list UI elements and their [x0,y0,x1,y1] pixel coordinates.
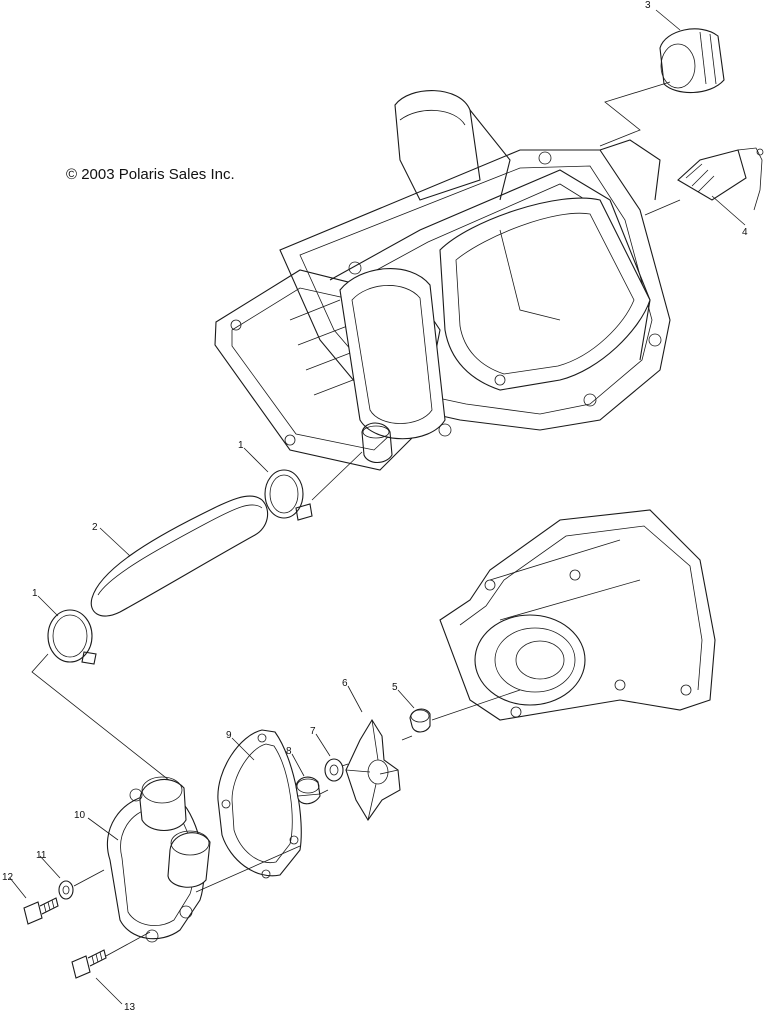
callout-12: 12 [2,872,14,883]
callout-labels: 3 4 1 2 1 6 5 9 8 7 10 11 12 13 [2,0,748,1012]
callout-9: 9 [226,730,232,741]
impeller-part [345,685,401,822]
callout-3: 3 [645,0,651,11]
callout-10: 10 [74,810,86,821]
callout-2: 2 [92,522,98,533]
callout-8: 8 [286,746,292,757]
callout-1-lower: 1 [32,588,38,599]
temperature-sensor-part [644,147,764,226]
hose-clamp-lower-part [31,595,185,793]
callout-7: 7 [310,726,316,737]
callout-4: 4 [742,227,748,238]
assembly-centerline [195,689,521,893]
mechanical-seal-part [291,753,321,805]
callout-1-upper: 1 [238,440,244,451]
cover-bolt-part [9,877,59,925]
impeller-nut-part [397,689,431,733]
callout-5: 5 [392,682,398,693]
callout-11: 11 [36,850,47,861]
callout-13: 13 [124,1002,136,1012]
washer-part [315,733,344,782]
water-pump-cover-part [87,776,211,943]
coolant-hose-part [90,495,269,617]
cover-washer-part [39,855,105,900]
copyright-notice: © 2003 Polaris Sales Inc. [66,166,235,183]
crankcase-assembly [439,509,716,721]
cylinder-head-assembly [214,90,671,471]
thermostat-cap-part [599,9,725,147]
callout-6: 6 [342,678,348,689]
hose-clamp-upper-part [243,447,363,521]
long-bolt-part [71,931,151,1005]
